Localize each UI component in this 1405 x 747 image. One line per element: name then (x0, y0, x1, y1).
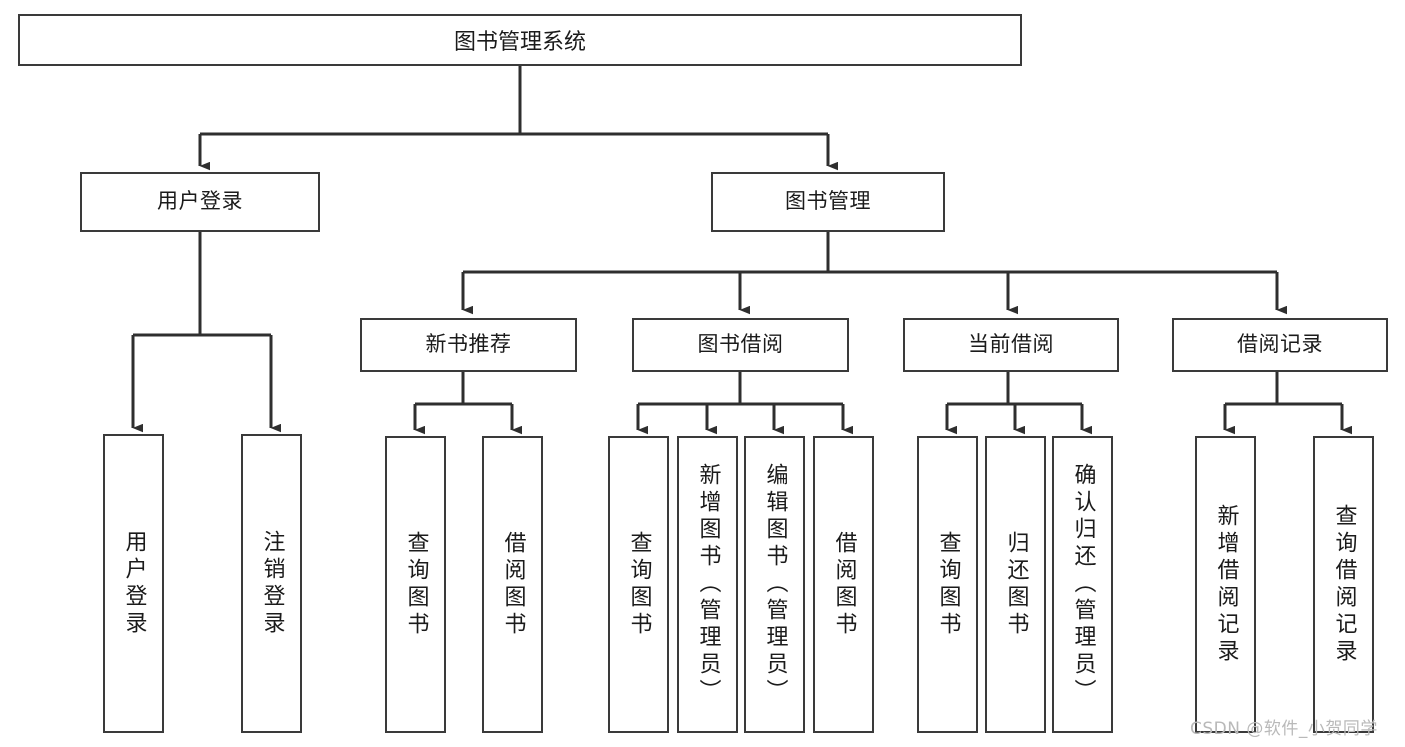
node-new-book-recommend-label: 新书推荐 (425, 332, 512, 357)
leaf-borrow-record-query[interactable]: 查询借阅记录 (1313, 436, 1374, 733)
leaf-label: 借阅图书 (831, 530, 857, 639)
leaf-book-borrow-query[interactable]: 查询图书 (608, 436, 669, 733)
leaf-label: 查询图书 (626, 530, 652, 639)
leaf-label: 查询借阅记录 (1331, 503, 1357, 666)
leaf-label: 编辑图书（管理员） (762, 463, 788, 706)
node-book-manage[interactable]: 图书管理 (711, 172, 945, 232)
leaf-user-login-login[interactable]: 用户登录 (103, 434, 164, 733)
leaf-label: 新增图书（管理员） (695, 463, 721, 706)
leaf-book-borrow-add[interactable]: 新增图书（管理员） (677, 436, 738, 733)
leaf-label: 查询图书 (935, 530, 961, 639)
leaf-label: 借阅图书 (500, 530, 526, 639)
leaf-book-borrow-lend[interactable]: 借阅图书 (813, 436, 874, 733)
leaf-label: 归还图书 (1003, 530, 1029, 639)
leaf-label: 新增借阅记录 (1213, 503, 1239, 666)
leaf-current-borrow-confirm-return[interactable]: 确认归还（管理员） (1052, 436, 1113, 733)
leaf-label: 注销登录 (259, 529, 285, 638)
node-book-manage-label: 图书管理 (785, 189, 871, 214)
leaf-borrow-record-add[interactable]: 新增借阅记录 (1195, 436, 1256, 733)
node-root-label: 图书管理系统 (453, 30, 586, 55)
leaf-label: 查询图书 (403, 530, 429, 639)
leaf-label: 用户登录 (121, 529, 147, 638)
node-borrow-record[interactable]: 借阅记录 (1172, 318, 1388, 372)
leaf-label: 确认归还（管理员） (1070, 463, 1096, 706)
csdn-watermark: CSDN @软件_小贺同学 (1190, 719, 1378, 739)
leaf-current-borrow-return[interactable]: 归还图书 (985, 436, 1046, 733)
node-book-borrow[interactable]: 图书借阅 (632, 318, 849, 372)
node-user-login-label: 用户登录 (157, 189, 243, 214)
node-root[interactable]: 图书管理系统 (18, 14, 1022, 66)
node-current-borrow[interactable]: 当前借阅 (903, 318, 1119, 372)
node-new-book-recommend[interactable]: 新书推荐 (360, 318, 577, 372)
node-current-borrow-label: 当前借阅 (968, 332, 1054, 357)
leaf-new-book-borrow[interactable]: 借阅图书 (482, 436, 543, 733)
node-book-borrow-label: 图书借阅 (697, 332, 784, 357)
node-user-login[interactable]: 用户登录 (80, 172, 320, 232)
leaf-book-borrow-edit[interactable]: 编辑图书（管理员） (744, 436, 805, 733)
leaf-new-book-query[interactable]: 查询图书 (385, 436, 446, 733)
leaf-user-login-logout[interactable]: 注销登录 (241, 434, 302, 733)
leaf-current-borrow-query[interactable]: 查询图书 (917, 436, 978, 733)
node-borrow-record-label: 借阅记录 (1237, 332, 1323, 357)
